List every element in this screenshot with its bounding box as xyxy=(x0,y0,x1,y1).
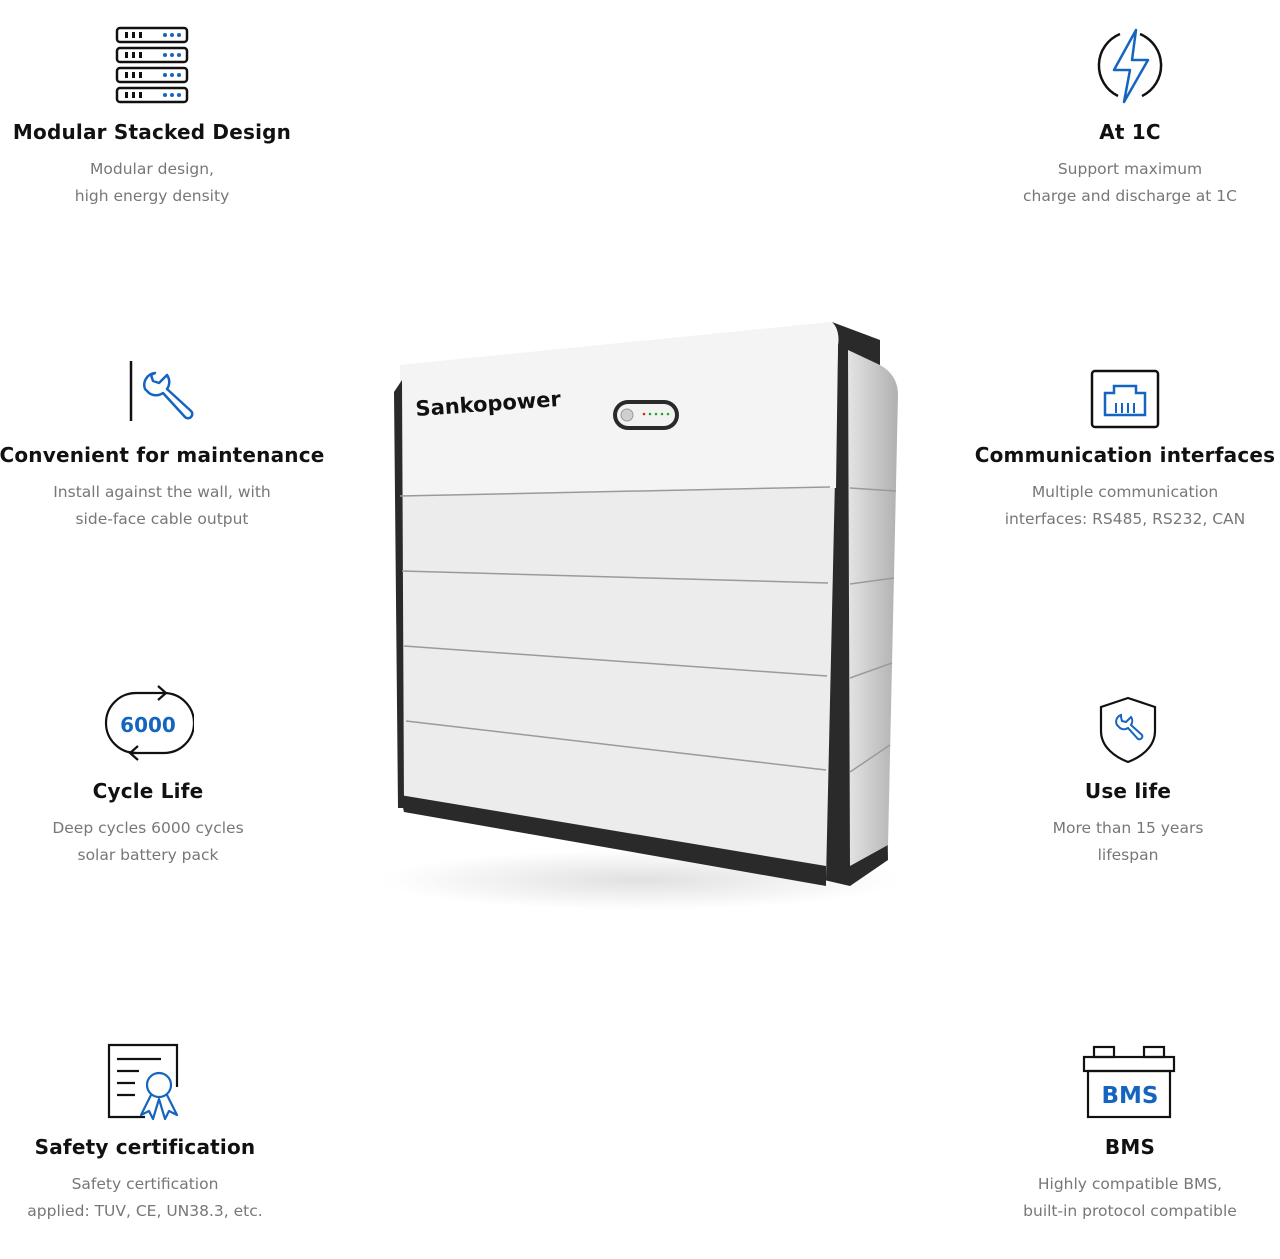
feature-title: BMS xyxy=(1104,1135,1156,1159)
feature-communication-interfaces: Communication interfaces Multiple commun… xyxy=(955,343,1280,533)
certificate-icon xyxy=(0,1035,315,1121)
feature-modular-stacked-design: Modular Stacked Design Modular design,hi… xyxy=(0,20,322,210)
bms-battery-icon: BMS xyxy=(960,1035,1280,1121)
feature-title: At 1C xyxy=(1099,120,1161,144)
ethernet-port-icon xyxy=(955,343,1280,429)
feature-safety-certification: Safety certification Safety certificatio… xyxy=(0,1035,315,1225)
feature-title: Convenient for maintenance xyxy=(0,443,325,467)
cycle-icon: 6000 xyxy=(0,679,318,765)
lightning-icon xyxy=(960,20,1280,106)
bms-label: BMS xyxy=(1101,1083,1159,1109)
cycle-count-label: 6000 xyxy=(120,713,176,737)
feature-title: Communication interfaces xyxy=(974,443,1276,467)
feature-maintenance: Convenient for maintenance Install again… xyxy=(0,343,332,533)
feature-description: Modular design,high energy density xyxy=(74,160,230,205)
server-stack-icon xyxy=(0,20,322,106)
feature-title: Cycle Life xyxy=(92,779,204,803)
feature-description: Highly compatible BMS,built-in protocol … xyxy=(1023,1175,1237,1220)
feature-bms: BMS BMS Highly compatible BMS,built-in p… xyxy=(960,1035,1280,1225)
feature-title: Safety certification xyxy=(34,1135,256,1159)
wrench-icon xyxy=(0,343,332,429)
feature-title: Modular Stacked Design xyxy=(12,120,292,144)
shield-wrench-icon xyxy=(958,679,1280,765)
battery-product-image: Sankopower xyxy=(360,310,920,910)
feature-title: Use life xyxy=(1084,779,1172,803)
